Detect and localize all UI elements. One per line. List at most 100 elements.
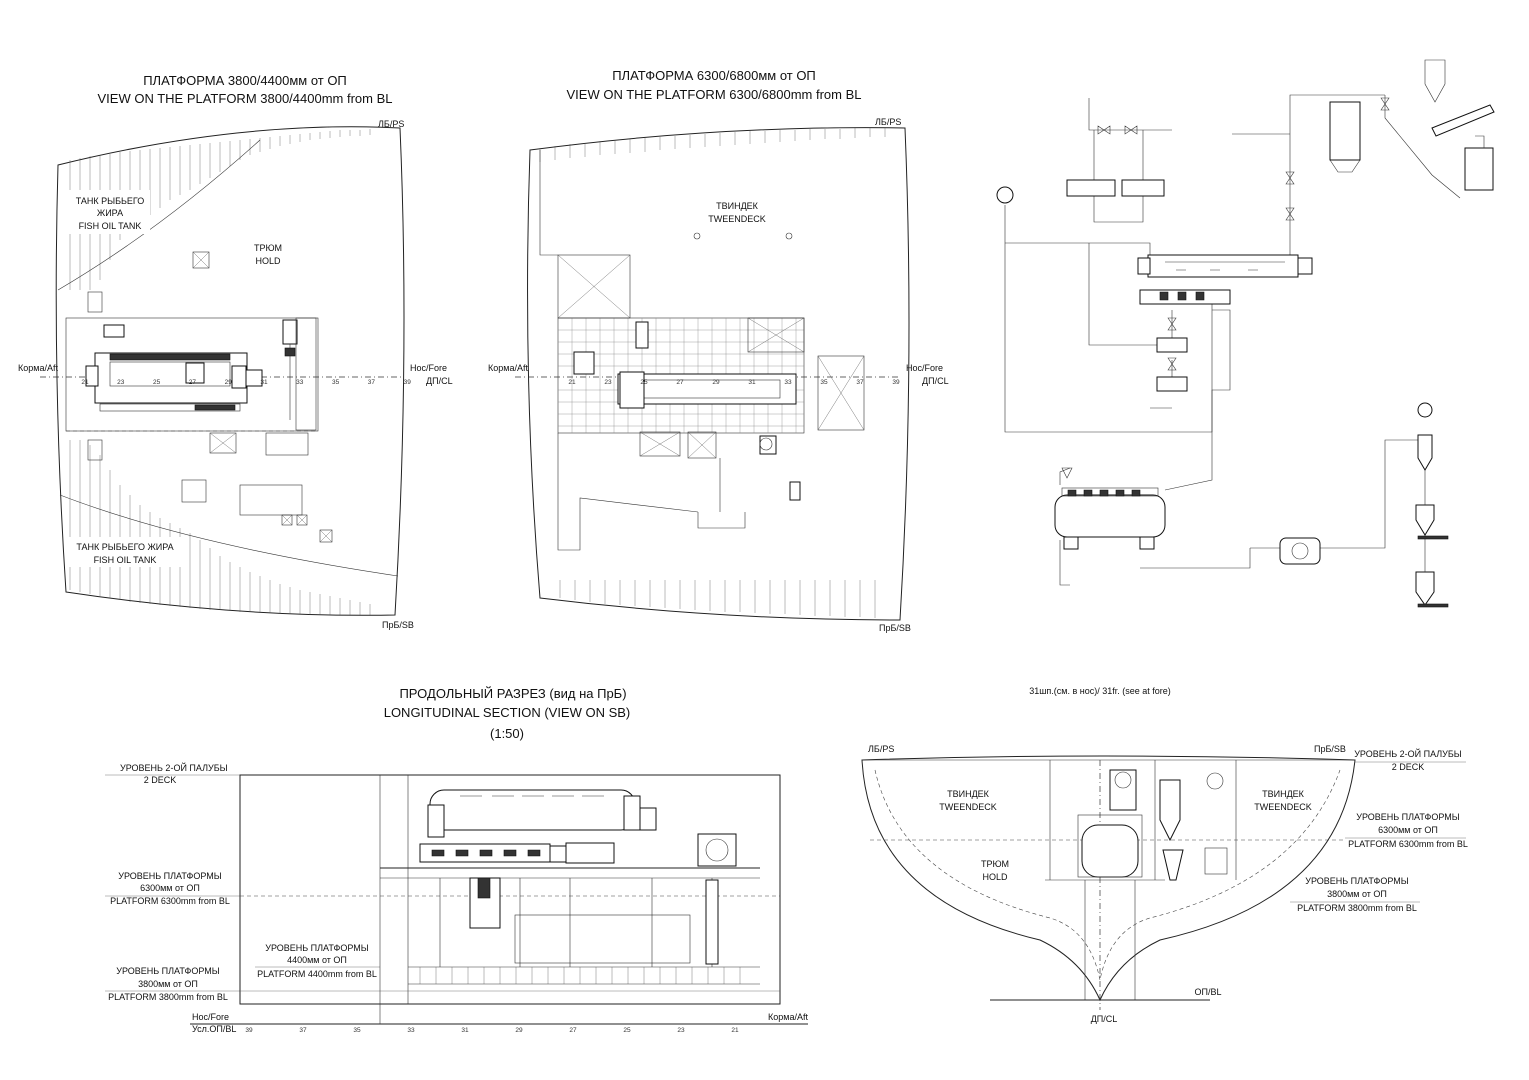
plan2-title-ru: ПЛАТФОРМА 6300/6800мм от ОП xyxy=(612,68,816,83)
plan1-tank-bottom-l2: FISH OIL TANK xyxy=(94,555,157,565)
plan2-frame-37: 37 xyxy=(856,379,864,386)
plan1-lower-equipment xyxy=(87,251,333,543)
section-frame-33: 33 xyxy=(407,1027,415,1034)
plan2-frame-25: 25 xyxy=(640,379,648,386)
plan2-tweendeck-l2: TWEENDECK xyxy=(708,214,766,224)
plan1-dryer-unit xyxy=(85,324,263,412)
cross-deck2-l1: УРОВЕНЬ 2-ОЙ ПАЛУБЫ xyxy=(1354,748,1462,759)
section-title-en: LONGITUDINAL SECTION (VIEW ON SB) xyxy=(384,705,631,720)
plan2-fore-label: Нос/Fore xyxy=(906,363,943,373)
plan1-frame-39: 39 xyxy=(404,379,412,386)
flow-fan-left xyxy=(996,186,1014,204)
plan2-conveyor-unit xyxy=(573,321,801,501)
plan1-title-en: VIEW ON THE PLATFORM 3800/4400mm from BL xyxy=(98,91,393,106)
flow-fan-right xyxy=(1417,402,1433,418)
plan-platform-3800-4400: ПЛАТФОРМА 3800/4400мм от ОП VIEW ON THE … xyxy=(18,73,453,630)
cross-plat3800-l2: 3800мм от ОП xyxy=(1327,889,1387,899)
plan2-hull-hatching xyxy=(539,128,886,618)
plan2-sb-label: ПрБ/SB xyxy=(879,623,911,633)
cross-plat3800-l3: PLATFORM 3800mm from BL xyxy=(1297,903,1417,913)
cross-plat3800-l1: УРОВЕНЬ ПЛАТФОРМЫ xyxy=(1305,876,1409,886)
section-frame-29: 29 xyxy=(515,1027,523,1034)
section-deck2-l1: УРОВЕНЬ 2-ОЙ ПАЛУБЫ xyxy=(120,762,228,773)
plan2-marker-1 xyxy=(693,232,701,240)
plan1-frame-35: 35 xyxy=(332,379,340,386)
process-flow-diagram xyxy=(996,59,1495,608)
plan2-frame-21: 21 xyxy=(568,379,576,386)
flow-silo xyxy=(1329,59,1495,191)
cross-plat6300-l2: 6300мм от ОП xyxy=(1378,825,1438,835)
longitudinal-section: ПРОДОЛЬНЫЙ РАЗРЕЗ (вид на ПрБ) LONGITUDI… xyxy=(105,686,808,1034)
section-title-ru: ПРОДОЛЬНЫЙ РАЗРЕЗ (вид на ПрБ) xyxy=(399,686,626,701)
section-drum-dryer xyxy=(427,789,657,838)
plan1-tank-top-l2: ЖИРА xyxy=(97,208,123,218)
plan2-aft-label: Корма/Aft xyxy=(488,363,528,373)
plan2-cl-label: ДП/CL xyxy=(922,376,949,386)
section-frame-25: 25 xyxy=(623,1027,631,1034)
section-deck2-l2: 2 DECK xyxy=(144,775,177,785)
section-hull-frame xyxy=(239,774,781,1005)
flow-cooker xyxy=(1137,254,1313,305)
plan1-frame-21: 21 xyxy=(81,379,89,386)
plan1-hull-outline xyxy=(55,126,405,616)
plan2-frame-23: 23 xyxy=(604,379,612,386)
cross-title: 31шп.(см. в нос)/ 31fr. (see at fore) xyxy=(1029,686,1171,696)
cross-cl-label: ДП/CL xyxy=(1091,1014,1118,1024)
section-frame-31: 31 xyxy=(461,1027,469,1034)
cross-ps-label: ЛБ/PS xyxy=(868,744,894,754)
plan1-fore-label: Нос/Fore xyxy=(410,363,447,373)
plan1-frame-37: 37 xyxy=(368,379,376,386)
cross-plat6300-l1: УРОВЕНЬ ПЛАТФОРМЫ xyxy=(1356,812,1460,822)
section-plat6300-l1: УРОВЕНЬ ПЛАТФОРМЫ xyxy=(118,871,222,881)
section-frame-39: 39 xyxy=(245,1027,253,1034)
plan2-tweendeck-l1: ТВИНДЕК xyxy=(716,201,759,211)
plan1-tank-top-l1: ТАНК РЫБЬЕГО xyxy=(76,196,145,206)
section-screw-conveyor xyxy=(419,842,615,864)
plan2-frame-27: 27 xyxy=(676,379,684,386)
section-plat6300-l2: 6300мм от ОП xyxy=(140,883,200,893)
plan2-frame-39: 39 xyxy=(892,379,900,386)
plan2-frame-31: 31 xyxy=(748,379,756,386)
section-plat4400-l1: УРОВЕНЬ ПЛАТФОРМЫ xyxy=(265,943,369,953)
section-lower-tank xyxy=(469,877,719,965)
flow-valves xyxy=(1097,97,1390,371)
plan-platform-6300-6800: ПЛАТФОРМА 6300/6800мм от ОП VIEW ON THE … xyxy=(488,68,949,633)
plan1-tank-top-l3: FISH OIL TANK xyxy=(79,221,142,231)
flow-pump xyxy=(1279,537,1321,565)
section-frame-37: 37 xyxy=(299,1027,307,1034)
plan1-sb-label: ПрБ/SB xyxy=(382,620,414,630)
section-plat6300-l3: PLATFORM 6300mm from BL xyxy=(110,896,230,906)
cross-bl-label: ОП/BL xyxy=(1195,987,1222,997)
plan1-frame-27: 27 xyxy=(189,379,197,386)
plan2-title-en: VIEW ON THE PLATFORM 6300/6800mm from BL xyxy=(567,87,862,102)
plan1-aft-label: Корма/Aft xyxy=(18,363,58,373)
flow-cyclones xyxy=(1415,434,1449,608)
section-frame-23: 23 xyxy=(677,1027,685,1034)
plan1-cyclone-unit xyxy=(282,317,317,431)
plan1-hull-hatching-bottom xyxy=(59,440,399,615)
plan1-ps-label: ЛБ/PS xyxy=(378,119,404,129)
section-frame-27: 27 xyxy=(569,1027,577,1034)
section-frame-21: 21 xyxy=(731,1027,739,1034)
plan2-hull-outline xyxy=(527,127,910,621)
plan1-frame-29: 29 xyxy=(225,379,233,386)
section-plat4400-l2: 4400мм от ОП xyxy=(287,955,347,965)
section-scale: (1:50) xyxy=(490,726,524,741)
flow-box-3 xyxy=(1156,337,1188,353)
plan1-frame-31: 31 xyxy=(260,379,268,386)
plan1-frame-33: 33 xyxy=(296,379,304,386)
section-plat4400-l3: PLATFORM 4400mm from BL xyxy=(257,969,377,979)
cross-equipment xyxy=(1077,769,1228,881)
plan2-marker-2 xyxy=(785,232,793,240)
cross-tweendeck-right-l1: ТВИНДЕК xyxy=(1262,789,1305,799)
flow-box-1 xyxy=(1066,179,1116,197)
section-bl-label: Усл.ОП/BL xyxy=(192,1024,236,1034)
plan2-frame-29: 29 xyxy=(712,379,720,386)
cross-sb-label: ПрБ/SB xyxy=(1314,744,1346,754)
plan2-frame-35: 35 xyxy=(820,379,828,386)
flow-box-4 xyxy=(1156,376,1188,392)
plan1-frame-25: 25 xyxy=(153,379,161,386)
section-motor-unit xyxy=(697,833,737,867)
